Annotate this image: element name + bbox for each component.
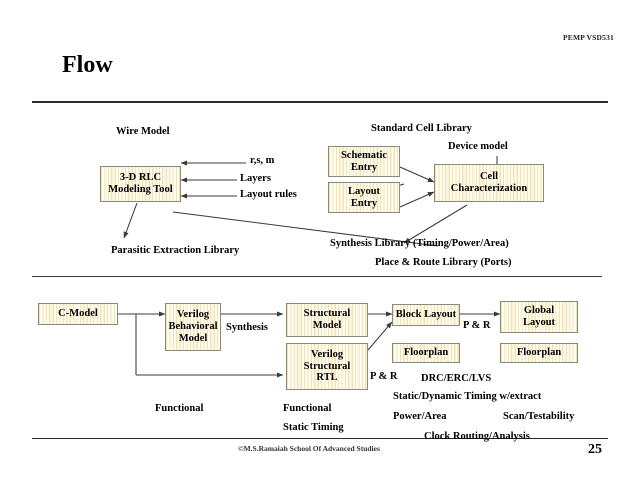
box-schematic-line1: Schematic	[340, 149, 388, 161]
box-block-layout[interactable]: Block Layout	[392, 304, 460, 326]
p-and-r-left-label: P & R	[370, 371, 398, 382]
static-timing-label: Static Timing	[283, 422, 344, 433]
rsm-label: r,s, m	[250, 155, 275, 166]
parasitic-extraction-library-label: Parasitic Extraction Library	[111, 245, 240, 256]
box-verilog-structural-rtl[interactable]: Verilog Structural RTL	[286, 343, 368, 390]
synthesis-library-label: Synthesis Library (Timing/Power/Area)	[330, 238, 509, 249]
box-schematic-line2: Entry	[350, 161, 378, 173]
box-layout-entry-line2: Entry	[350, 197, 378, 209]
synthesis-label: Synthesis	[226, 322, 269, 333]
box-vbm-line1: Verilog	[176, 309, 210, 321]
static-dynamic-timing-label: Static/Dynamic Timing w/extract	[393, 391, 542, 402]
box-vsr-line2: Structural	[303, 360, 351, 372]
box-gl-line1: Global	[523, 305, 555, 317]
box-fp-left-line1: Floorplan	[403, 347, 449, 359]
p-and-r-right-label: P & R	[463, 320, 491, 331]
box-vsr-line1: Verilog	[310, 348, 344, 360]
middle-divider	[32, 276, 602, 277]
layout-rules-label: Layout rules	[240, 189, 297, 200]
bottom-divider	[32, 438, 608, 439]
copyright-footer: ©M.S.Ramaiah School Of Advanced Studies	[238, 444, 380, 453]
place-route-library-label: Place & Route Library (Ports)	[375, 257, 512, 268]
box-c-model[interactable]: C-Model	[38, 303, 118, 325]
box-floorplan-left[interactable]: Floorplan	[392, 343, 460, 363]
box-gl-line2: Layout	[522, 317, 556, 328]
page-title: Flow	[62, 52, 113, 78]
page-number: 25	[588, 442, 602, 457]
standard-cell-library-label: Standard Cell Library	[371, 123, 472, 134]
box-floorplan-right[interactable]: Floorplan	[500, 343, 578, 363]
box-structural-model[interactable]: Structural Model	[286, 303, 368, 337]
wire-model-label: Wire Model	[116, 126, 170, 137]
box-c-model-line1: C-Model	[58, 308, 98, 320]
box-cell-char-line1: Cell	[479, 171, 499, 183]
top-divider	[32, 101, 608, 103]
box-layout-entry-line1: Layout	[347, 185, 381, 197]
box-bl-line1: Block Layout	[395, 309, 457, 321]
box-layout-entry[interactable]: Layout Entry	[328, 182, 400, 213]
drc-erc-lvs-label: DRC/ERC/LVS	[421, 373, 492, 384]
functional-2-label: Functional	[283, 403, 332, 414]
box-cell-char-line2: Characterization	[450, 183, 528, 194]
clock-routing-label: Clock Routing/Analysis	[424, 431, 530, 442]
scan-testability-label: Scan/Testability	[503, 411, 575, 422]
box-rlc-line1: 3-D RLC	[119, 172, 162, 184]
box-verilog-behavioral-model[interactable]: Verilog Behavioral Model	[165, 303, 221, 351]
box-sm-line2: Model	[312, 320, 342, 331]
course-code-label: PEMP VSD531	[562, 33, 614, 42]
box-cell-characterization[interactable]: Cell Characterization	[434, 164, 544, 202]
box-rlc-modeling-tool[interactable]: 3-D RLC Modeling Tool	[100, 166, 181, 202]
layers-label: Layers	[240, 173, 271, 184]
box-sm-line1: Structural	[303, 308, 351, 320]
power-area-label: Power/Area	[393, 411, 447, 422]
box-schematic-entry[interactable]: Schematic Entry	[328, 146, 400, 177]
box-global-layout[interactable]: Global Layout	[500, 301, 578, 333]
device-model-label: Device model	[448, 141, 508, 152]
box-vsr-line3: RTL	[316, 372, 338, 384]
functional-1-label: Functional	[155, 403, 204, 414]
box-fp-right-line1: Floorplan	[516, 347, 562, 359]
box-vbm-line2: Behavioral	[168, 321, 218, 333]
box-vbm-line3: Model	[178, 332, 208, 344]
box-rlc-line2: Modeling Tool	[108, 184, 173, 195]
